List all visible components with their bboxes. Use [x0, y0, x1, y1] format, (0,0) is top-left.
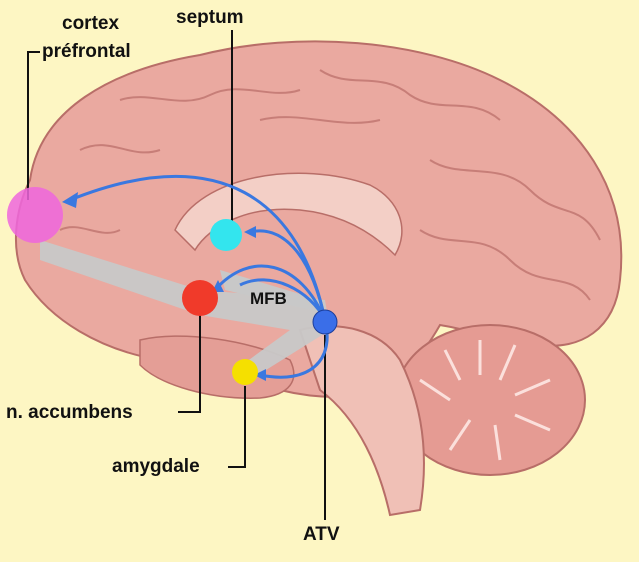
temporal-lobe: [139, 335, 295, 399]
mfb-bundle: [40, 240, 330, 380]
label-cortex: cortex: [62, 13, 120, 34]
leader-lines: [27, 30, 326, 520]
label-accumbens: n. accumbens: [6, 402, 133, 423]
accumbens-marker: [182, 280, 218, 316]
gyri: [59, 69, 601, 301]
label-septum: septum: [176, 7, 244, 28]
septum-marker: [210, 219, 242, 251]
brainstem: [298, 325, 425, 517]
label-mfb: MFB: [250, 289, 287, 308]
prefrontal-cortex-marker: [7, 187, 63, 243]
label-atv: ATV: [303, 524, 340, 545]
amygdale-marker: [232, 359, 258, 385]
label-prefrontal: préfrontal: [42, 41, 131, 62]
atv-marker: [312, 309, 338, 335]
label-amygdale: amygdale: [112, 456, 200, 477]
